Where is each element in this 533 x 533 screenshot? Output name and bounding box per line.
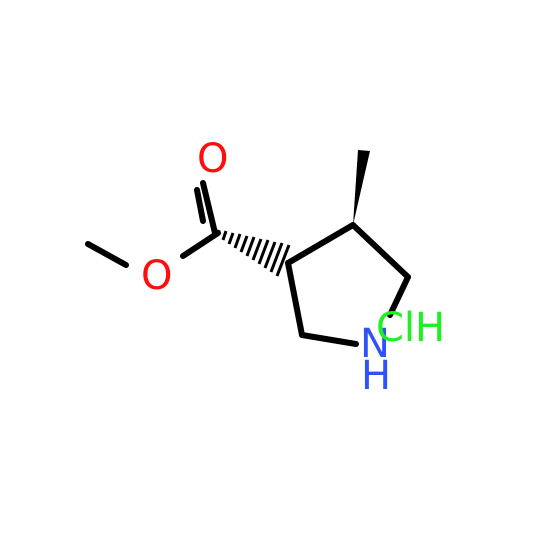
wedge-bond-methyl — [353, 150, 370, 225]
carbonyl-oxygen-label: O — [197, 136, 228, 182]
bond-c-o-ester — [180, 230, 221, 259]
ring-nitrogen-label: N — [360, 321, 390, 367]
bond-c3-c4 — [285, 222, 356, 266]
bond-c-o-double-b — [194, 187, 206, 224]
bond-o-methyl — [85, 241, 129, 268]
bond-c5-n1 — [387, 274, 411, 318]
ester-oxygen-label: O — [141, 253, 172, 299]
ring-nitrogen-hydrogen-label: H — [361, 353, 391, 399]
bond-c-o-double-a — [200, 180, 218, 236]
bond-c4-c5 — [350, 222, 411, 280]
bond-c2-n1 — [299, 332, 359, 347]
hydrochloride-label: ClH — [376, 305, 445, 351]
bond-c3-c2 — [285, 260, 305, 338]
hashed-bond-c3-carbonyl — [215, 229, 291, 277]
